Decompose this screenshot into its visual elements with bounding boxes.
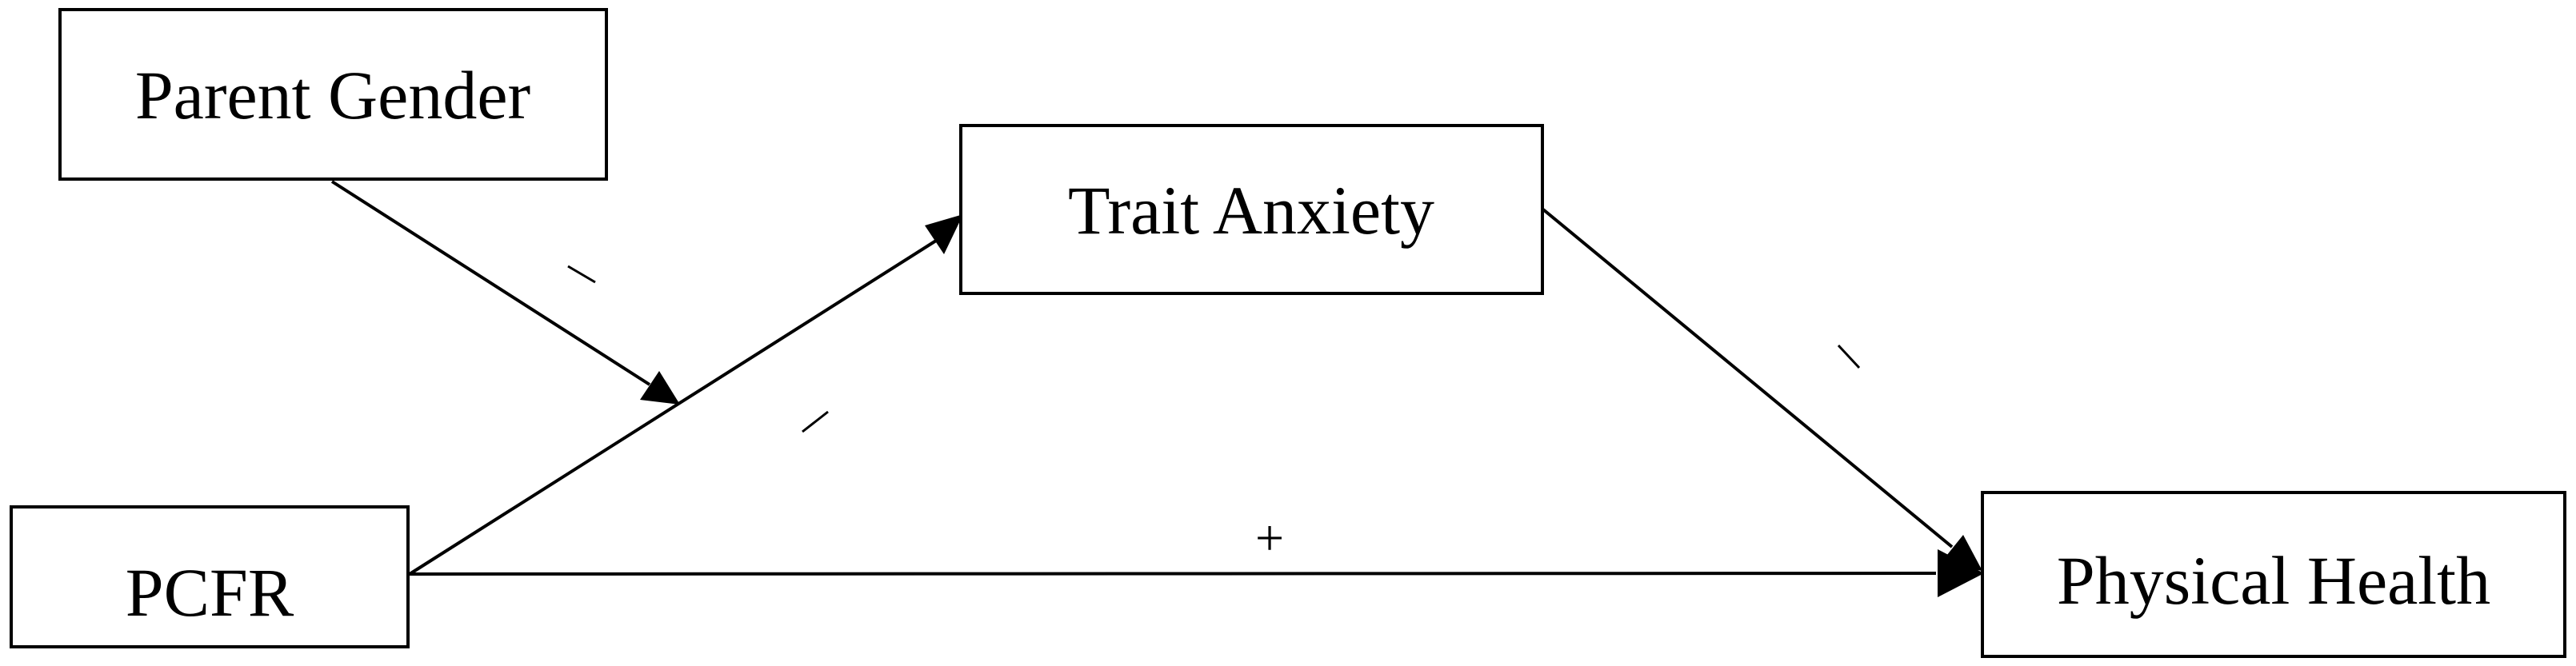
edges (330, 180, 1984, 597)
node-pcfr: PCFR (10, 505, 410, 648)
node-trait-anxiety: Trait Anxiety (959, 124, 1544, 295)
node-physical-health: Physical Health (1981, 491, 2566, 658)
node-box-pcfr (10, 505, 410, 648)
arrowhead-pcfr-trait-anxiety (925, 214, 963, 254)
node-box-physical-health (1981, 491, 2566, 658)
node-label-pcfr: PCFR (126, 554, 294, 631)
node-box-trait-anxiety (959, 124, 1544, 295)
arrowhead-parent-gender-moderation (640, 371, 680, 405)
negative-sign-pcfr-trait-anxiety (802, 410, 829, 433)
negative-sign-moderation (567, 265, 596, 284)
node-parent-gender: Parent Gender (58, 8, 608, 181)
node-label-physical-health: Physical Health (2057, 542, 2490, 619)
edge-parent-gender-moderation (330, 180, 651, 386)
edge-pcfr-trait-anxiety (408, 239, 938, 576)
arrowhead-pcfr-physical-health (1938, 549, 1984, 597)
node-label-trait-anxiety: Trait Anxiety (1068, 172, 1434, 249)
edge-trait-anxiety-physical-health (1542, 208, 1954, 548)
positive-sign-direct-effect: + (1255, 509, 1284, 566)
node-box-parent-gender (58, 8, 608, 181)
edge-pcfr-physical-health (409, 572, 1937, 576)
negative-sign-trait-anxiety-physical-health (1837, 344, 1861, 369)
node-label-parent-gender: Parent Gender (135, 57, 530, 134)
sign-marks: + (567, 265, 1861, 566)
